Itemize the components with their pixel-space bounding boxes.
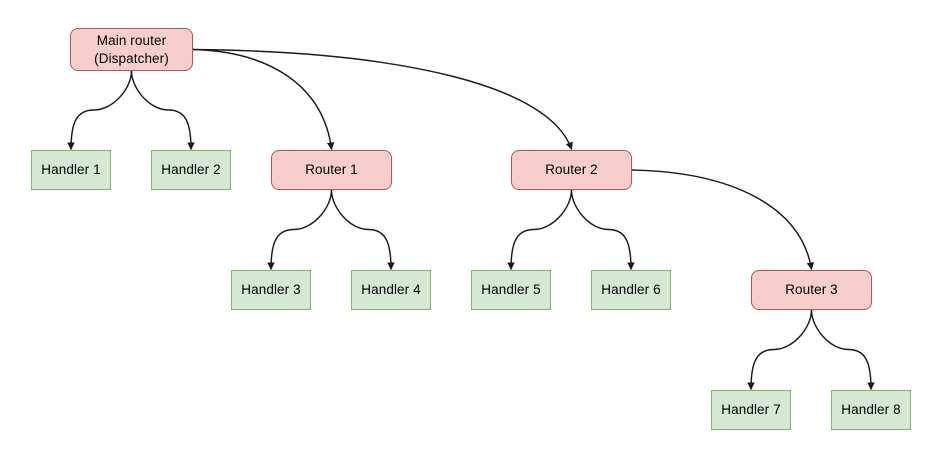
- node-router-3[interactable]: Router 3: [751, 270, 872, 310]
- edge-router-3-to-handler-8: [810, 309, 875, 391]
- edge-main-router-to-handler-1: [67, 70, 133, 151]
- node-label-router-1: Router 1: [305, 162, 358, 178]
- node-label-handler-7: Handler 7: [721, 402, 781, 418]
- node-handler-1[interactable]: Handler 1: [31, 150, 111, 190]
- node-handler-6[interactable]: Handler 6: [591, 270, 671, 310]
- node-label-router-2: Router 2: [545, 162, 598, 178]
- node-handler-3[interactable]: Handler 3: [231, 270, 311, 310]
- node-label-handler-4: Handler 4: [361, 282, 421, 298]
- node-label-handler-8: Handler 8: [841, 402, 901, 418]
- node-router-1[interactable]: Router 1: [271, 150, 392, 190]
- node-label-main-router: Main router (Dispatcher): [94, 33, 169, 66]
- edge-main-router-to-handler-2: [130, 70, 195, 151]
- edge-router-1-to-handler-3: [267, 189, 333, 271]
- node-router-2[interactable]: Router 2: [511, 150, 632, 190]
- edge-router-2-to-handler-6: [570, 189, 635, 271]
- node-label-handler-3: Handler 3: [241, 282, 301, 298]
- edge-router-3-to-handler-7: [747, 309, 813, 391]
- edge-router-1-to-handler-4: [330, 189, 395, 271]
- node-label-handler-6: Handler 6: [601, 282, 661, 298]
- node-main-router[interactable]: Main router (Dispatcher): [70, 28, 193, 71]
- edge-main-router-to-router-1: [192, 48, 335, 151]
- edge-paths: [67, 48, 875, 391]
- node-handler-5[interactable]: Handler 5: [471, 270, 551, 310]
- edge-router-2-to-handler-5: [507, 189, 573, 271]
- node-handler-4[interactable]: Handler 4: [351, 270, 431, 310]
- node-label-router-3: Router 3: [785, 282, 838, 298]
- node-label-handler-2: Handler 2: [161, 162, 221, 178]
- node-handler-7[interactable]: Handler 7: [711, 390, 791, 430]
- node-handler-2[interactable]: Handler 2: [151, 150, 231, 190]
- node-label-handler-5: Handler 5: [481, 282, 541, 298]
- edge-router-2-to-router-3: [631, 169, 815, 271]
- edge-main-router-to-router-2: [192, 48, 573, 150]
- node-handler-8[interactable]: Handler 8: [831, 390, 911, 430]
- node-label-handler-1: Handler 1: [41, 162, 101, 178]
